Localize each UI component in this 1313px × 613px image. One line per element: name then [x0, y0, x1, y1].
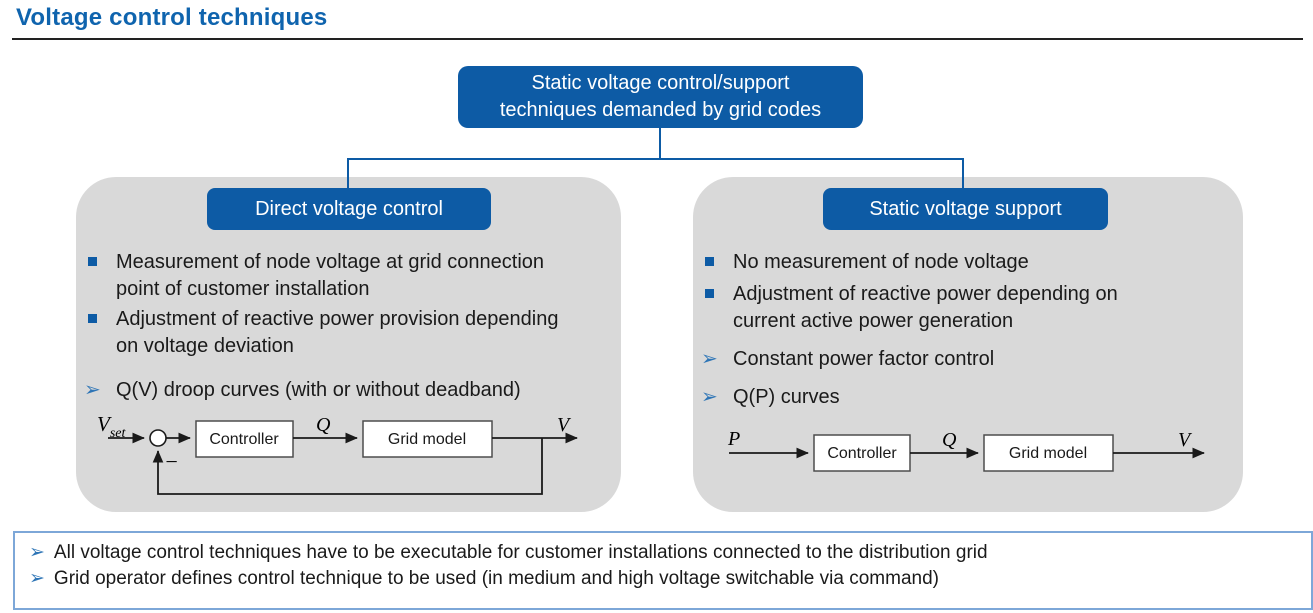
bullet-qp-curves: ➢ Q(P) curves	[701, 384, 840, 411]
square-bullet-icon	[705, 257, 714, 266]
q-label: Q	[942, 429, 957, 451]
controller-label: Controller	[209, 431, 279, 448]
connector-root-vertical	[659, 127, 661, 159]
footer-item-executable: ➢ All voltage control techniques have to …	[29, 540, 1311, 566]
bullet-measurement-node-voltage: Measurement of node voltage at grid conn…	[86, 249, 544, 303]
v-output-label: V	[1178, 429, 1193, 451]
bullet-text: Adjustment of reactive power provision d…	[116, 308, 559, 357]
panel-header-direct-voltage-control: Direct voltage control	[207, 188, 491, 230]
controller-label: Controller	[827, 445, 897, 462]
connector-left-vertical	[347, 158, 349, 189]
bullet-adjustment-active-power: Adjustment of reactive power depending o…	[703, 281, 1118, 335]
sum-junction-circle	[149, 429, 167, 447]
footer-item-grid-operator: ➢ Grid operator defines control technique…	[29, 566, 1311, 592]
bullet-text: Q(P) curves	[733, 386, 840, 408]
controller-block	[195, 420, 294, 458]
v-output-label: V	[557, 414, 572, 436]
connector-horizontal	[347, 158, 964, 160]
footer-text: Grid operator defines control technique …	[53, 568, 939, 589]
bullet-qv-droop-curves: ➢ Q(V) droop curves (with or without dea…	[84, 377, 521, 404]
grid-model-block	[362, 420, 493, 458]
footer-note-box: ➢ All voltage control techniques have to …	[13, 531, 1313, 610]
connector-right-vertical	[962, 158, 964, 189]
bullet-text: Adjustment of reactive power depending o…	[733, 283, 1118, 332]
arrow-bullet-icon: ➢	[701, 386, 718, 408]
panel-static-voltage-support: Static voltage support No measurement of…	[693, 177, 1243, 512]
feedback-loop-line	[152, 438, 543, 495]
block-diagram-direct-voltage-control: Vset − Controller Q Grid model V	[97, 412, 578, 495]
square-bullet-icon	[88, 314, 97, 323]
p-label: P	[727, 428, 740, 450]
square-bullet-icon	[88, 257, 97, 266]
title-underline	[12, 38, 1303, 40]
bullet-constant-power-factor: ➢ Constant power factor control	[701, 346, 995, 373]
bullet-text: Constant power factor control	[733, 348, 995, 370]
panel-header-static-voltage-support: Static voltage support	[823, 188, 1108, 230]
bullet-text: Measurement of node voltage at grid conn…	[116, 251, 545, 300]
root-node-static-voltage: Static voltage control/support technique…	[458, 66, 863, 128]
arrow-bullet-icon: ➢	[29, 542, 45, 563]
arrow-bullet-icon: ➢	[701, 348, 718, 370]
arrow-bullet-icon: ➢	[29, 568, 45, 589]
bullet-no-measurement: No measurement of node voltage	[703, 249, 1029, 276]
panel-direct-voltage-control: Direct voltage control Measurement of no…	[76, 177, 621, 512]
block-diagram-static-voltage-support: P Controller Q Grid model V	[727, 428, 1205, 472]
page-title: Voltage control techniques	[16, 4, 328, 31]
grid-model-label: Grid model	[388, 431, 466, 448]
grid-model-label: Grid model	[1009, 445, 1087, 462]
footer-text: All voltage control techniques have to b…	[53, 542, 988, 563]
bullet-adjustment-reactive-power: Adjustment of reactive power provision d…	[86, 306, 558, 360]
minus-sign: −	[164, 449, 179, 474]
vset-label: Vset	[97, 412, 126, 441]
square-bullet-icon	[705, 289, 714, 298]
q-label: Q	[316, 414, 331, 436]
bullet-text: No measurement of node voltage	[733, 251, 1029, 273]
arrow-bullet-icon: ➢	[84, 379, 101, 401]
bullet-text: Q(V) droop curves (with or without deadb…	[116, 379, 521, 401]
grid-model-block	[983, 434, 1114, 472]
